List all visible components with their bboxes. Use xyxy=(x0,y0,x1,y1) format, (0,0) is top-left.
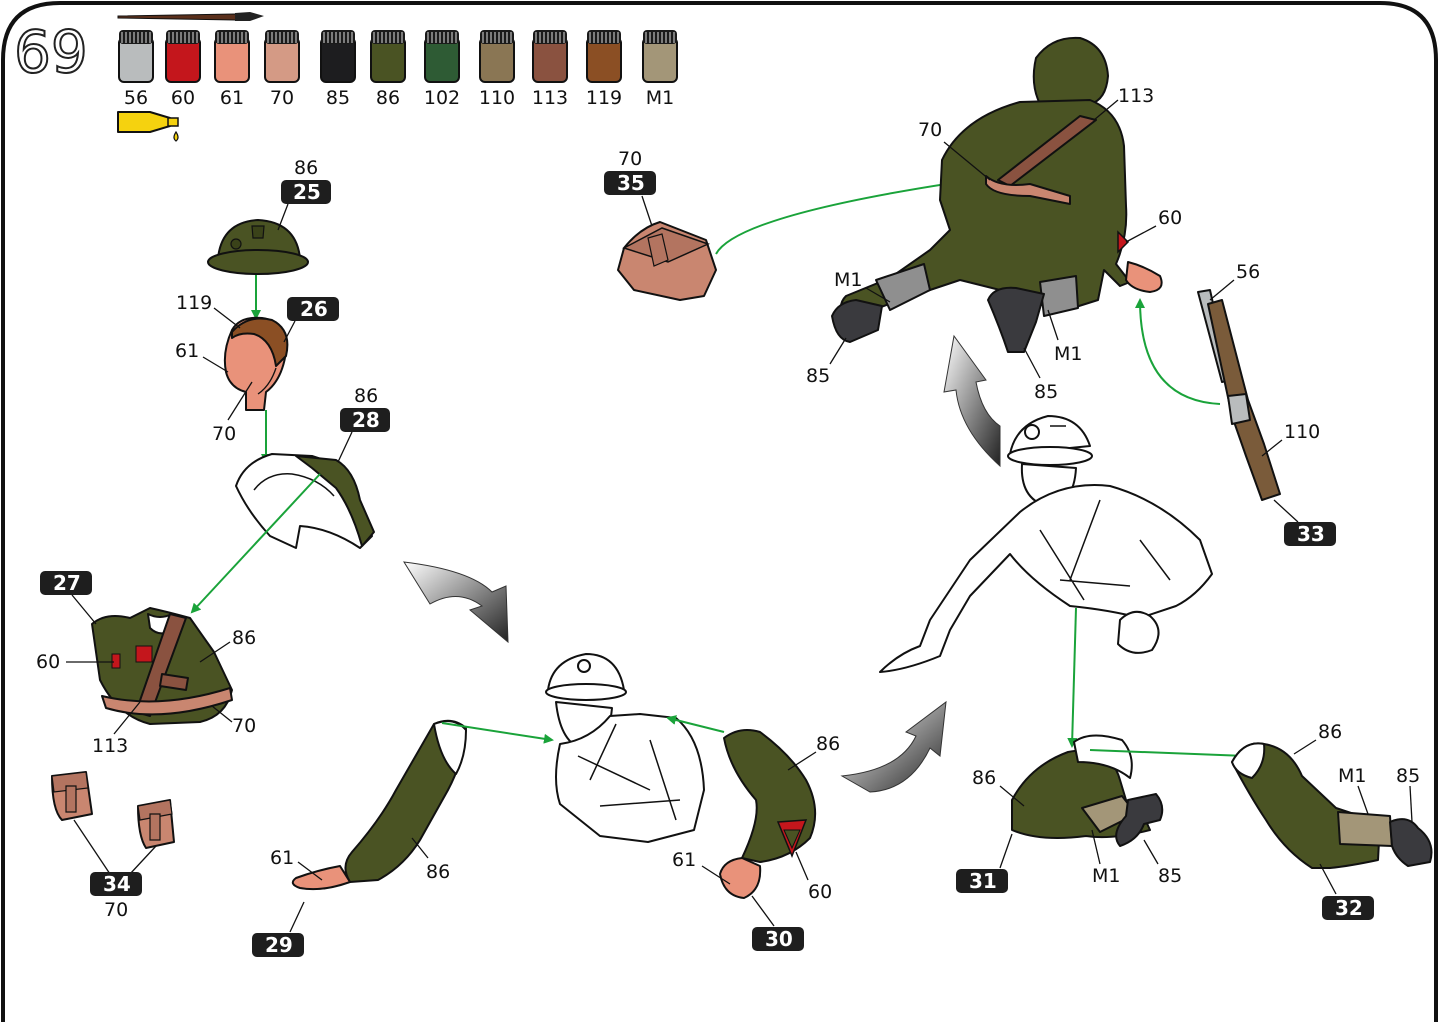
paint-jar-86 xyxy=(371,30,405,82)
paint-jar-56 xyxy=(119,30,153,82)
swoosh-arrow-center xyxy=(842,702,946,792)
part-33-barrel-color: 56 xyxy=(1236,261,1260,283)
paint-code-110: 110 xyxy=(479,87,515,109)
final-helmet-color: 113 xyxy=(1118,85,1154,107)
part-27-tunic-color: 86 xyxy=(232,627,256,649)
part-31-puttees-color: M1 xyxy=(1092,865,1120,887)
part-31-trousers-color: 86 xyxy=(972,767,996,789)
part-27-insignia-color: 60 xyxy=(36,651,60,673)
paint-code-119: 119 xyxy=(586,87,622,109)
part-29-hand-color: 61 xyxy=(270,847,294,869)
part-27-number: 27 xyxy=(53,571,81,595)
part-32-boot-color: 85 xyxy=(1396,765,1420,787)
part-28-number: 28 xyxy=(352,408,380,432)
part-31-number: 31 xyxy=(969,869,997,893)
glue-tube-icon xyxy=(118,112,178,141)
part-29-number: 29 xyxy=(265,933,293,957)
paint-jar-M1 xyxy=(643,30,677,82)
part-34-color: 70 xyxy=(104,899,128,921)
part-30-number: 30 xyxy=(765,927,793,951)
part-30-sleeve-color: 86 xyxy=(816,733,840,755)
part-28-color: 86 xyxy=(354,385,378,407)
assembled-figure-line-art xyxy=(880,416,1212,672)
swoosh-arrow-right xyxy=(944,336,1000,466)
step-number: 69 xyxy=(14,18,88,86)
part-30-hand-color: 61 xyxy=(672,849,696,871)
part-30-chevron-color: 60 xyxy=(808,881,832,903)
paint-jar-102 xyxy=(425,30,459,82)
part-27-strap-color: 113 xyxy=(92,735,128,757)
final-left-boot-color: 85 xyxy=(806,365,830,387)
part-25-helmet xyxy=(208,220,308,274)
part-35-color: 70 xyxy=(618,148,642,170)
paint-jar-85 xyxy=(321,30,355,82)
part-33-stock-color: 110 xyxy=(1284,421,1320,443)
paint-chart: 56 60 61 70 85 86 102 110 113 119 M1 xyxy=(119,30,677,109)
paint-jar-70 xyxy=(265,30,299,82)
paint-code-60: 60 xyxy=(171,87,195,109)
paint-code-56: 56 xyxy=(124,87,148,109)
part-35-number: 35 xyxy=(617,171,645,195)
paintbrush-icon xyxy=(118,12,264,21)
paint-jar-110 xyxy=(480,30,514,82)
paint-code-113: 113 xyxy=(532,87,568,109)
part-25-color: 86 xyxy=(294,157,318,179)
part-29-sleeve-color: 86 xyxy=(426,861,450,883)
page-frame xyxy=(3,3,1436,1022)
paint-code-70: 70 xyxy=(270,87,294,109)
swoosh-arrow-left xyxy=(404,562,508,642)
part-27-tunic-front xyxy=(92,608,232,724)
paint-code-86: 86 xyxy=(376,87,400,109)
paint-code-85: 85 xyxy=(326,87,350,109)
paint-code-M1: M1 xyxy=(646,87,674,109)
part-26-face-color: 61 xyxy=(175,340,199,362)
part-26-number: 26 xyxy=(300,297,328,321)
part-30-right-arm xyxy=(720,730,815,898)
paint-code-61: 61 xyxy=(220,87,244,109)
part-32-trousers-color: 86 xyxy=(1318,721,1342,743)
part-33-rifle xyxy=(1198,290,1280,500)
part-28-torso-back xyxy=(236,454,374,548)
part-33-number: 33 xyxy=(1297,522,1325,546)
final-left-puttee-color: M1 xyxy=(834,269,862,291)
part-25-number: 25 xyxy=(293,180,321,204)
paint-jar-113 xyxy=(533,30,567,82)
part-26-strap-color: 70 xyxy=(212,423,236,445)
part-34-number: 34 xyxy=(103,872,131,896)
part-32-number: 32 xyxy=(1335,896,1363,920)
part-26-head xyxy=(225,318,288,410)
part-31-boot-color: 85 xyxy=(1158,865,1182,887)
paint-jar-119 xyxy=(587,30,621,82)
part-32-puttees-color: M1 xyxy=(1338,765,1366,787)
paint-jar-61 xyxy=(215,30,249,82)
part-35-haversack xyxy=(618,222,716,300)
paint-jar-60 xyxy=(166,30,200,82)
assembled-torso-line-art xyxy=(546,654,704,842)
final-belt-color: 70 xyxy=(918,119,942,141)
part-27-belt-color: 70 xyxy=(232,715,256,737)
final-right-puttee-color: M1 xyxy=(1054,343,1082,365)
part-32-left-leg xyxy=(1232,743,1432,868)
final-right-boot-color: 85 xyxy=(1034,381,1058,403)
part-26-hair-color: 119 xyxy=(176,292,212,314)
final-chevron-color: 60 xyxy=(1158,207,1182,229)
paint-code-102: 102 xyxy=(424,87,460,109)
part-34-ammo-pouch-left xyxy=(52,772,92,820)
part-34-ammo-pouch-right xyxy=(138,800,174,848)
